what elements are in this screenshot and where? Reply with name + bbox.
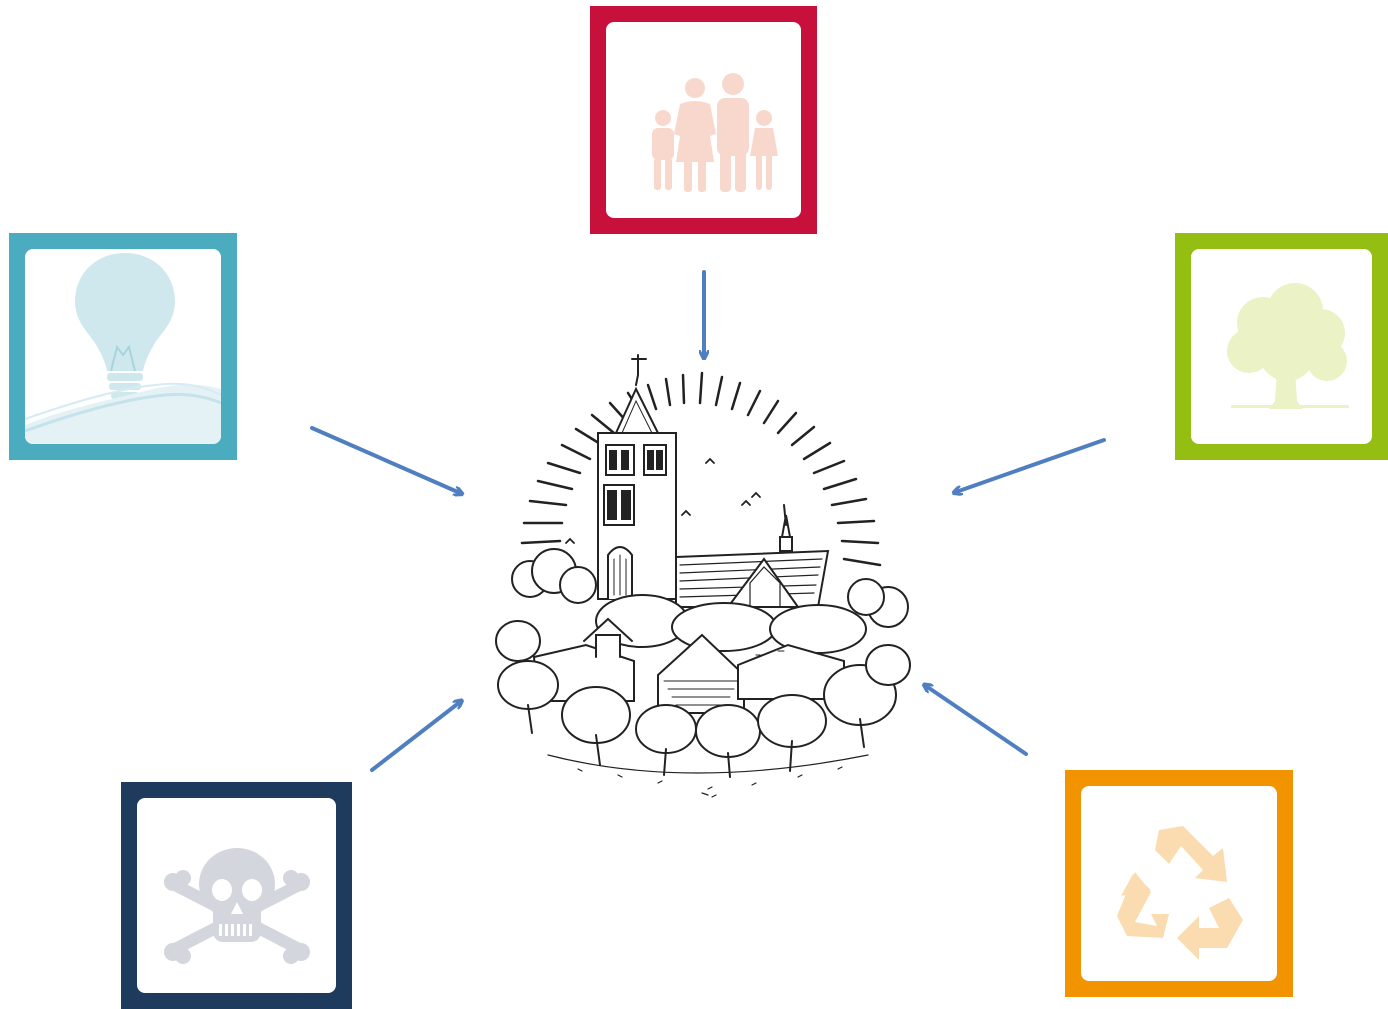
energy-card-inner <box>25 249 221 444</box>
ground <box>547 754 869 798</box>
church-nave <box>675 504 830 608</box>
recycle-icon <box>1117 826 1243 960</box>
poison-credit: © bleiblom <box>299 1000 330 1006</box>
arrow-from-recycle <box>926 686 1028 756</box>
skull-crossbones-icon <box>164 848 310 964</box>
light-bulb-icon <box>25 253 221 444</box>
recycle-card: © bleiblom <box>1065 770 1293 997</box>
poison-card: © bleiblom <box>121 782 352 1009</box>
birds <box>565 457 761 544</box>
poison-card-inner <box>137 798 336 993</box>
arrow-from-nature <box>956 438 1106 492</box>
tree-icon <box>1227 283 1349 409</box>
family-icon <box>652 73 778 192</box>
nature-card-inner <box>1191 249 1372 444</box>
church-tower <box>597 354 677 600</box>
family-credit: © bleiblom <box>764 225 795 231</box>
village-church-illustration <box>495 354 911 798</box>
recycle-card-inner <box>1081 786 1277 981</box>
family-card-inner <box>606 22 801 218</box>
recycle-credit: © bleiblom <box>1240 988 1271 994</box>
energy-card: © bleiblom <box>9 233 237 460</box>
nature-card: © bleiblom <box>1175 233 1388 460</box>
trees-and-houses <box>495 548 911 778</box>
nature-credit: © bleiblom <box>1353 451 1384 457</box>
energy-credit: © bleiblom <box>184 451 215 457</box>
family-card: © bleiblom <box>590 6 817 234</box>
sun-rays <box>520 371 882 567</box>
arrow-from-poison <box>370 702 460 772</box>
arrow-from-energy <box>310 426 460 493</box>
